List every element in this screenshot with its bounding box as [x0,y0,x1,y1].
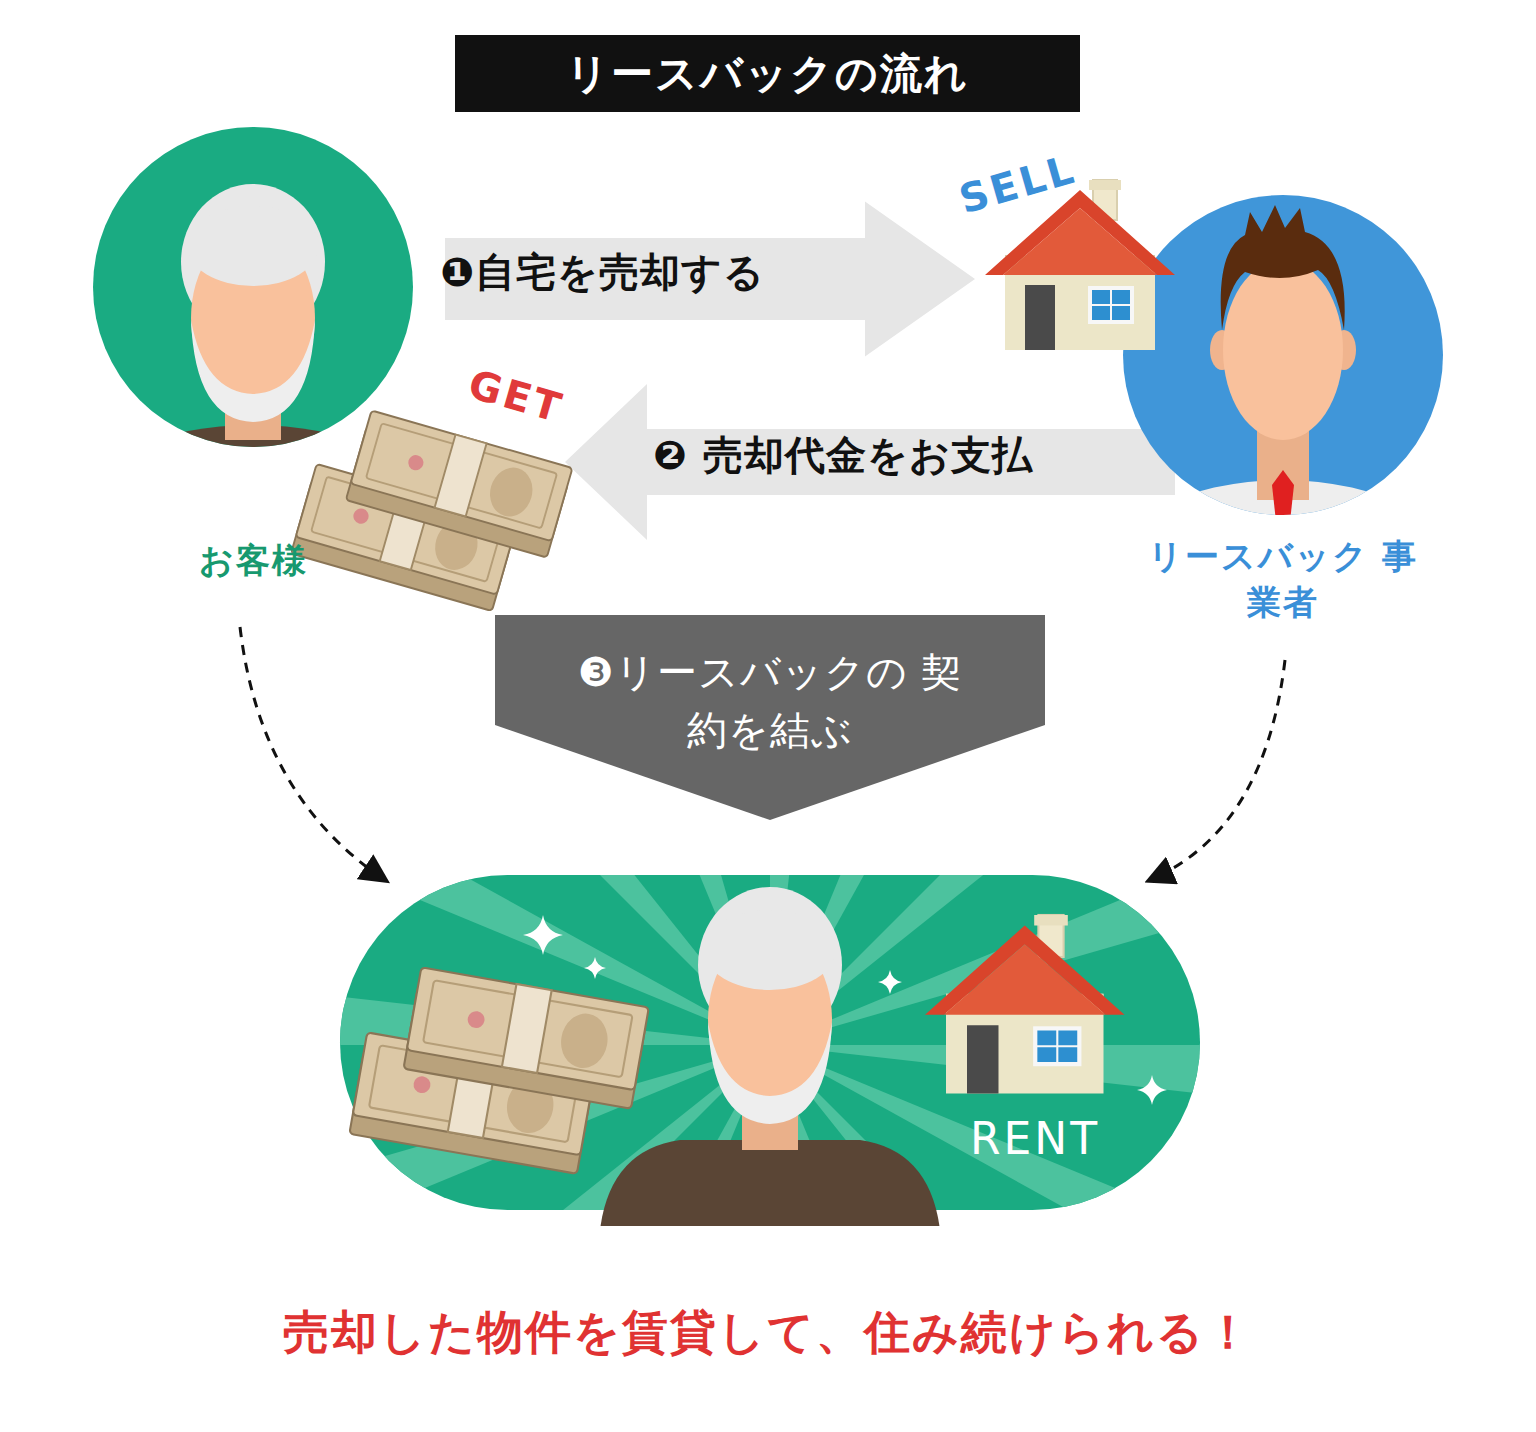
arrow-label: ❶自宅を売却する [440,247,765,297]
rent-text: RENT [940,1113,1130,1165]
title-box: リースバックの流れ [455,35,1080,112]
sparkle [523,915,563,955]
happy-customer-figure [600,887,940,1226]
pentagon-node: ❸リースバックの 契約を結ぶ [495,615,1045,820]
person-label: お客様 [113,537,393,583]
caption-text: 売却した物件を賃貸して、住み続けられる！ [20,1302,1516,1362]
operator-figure [1103,205,1463,680]
arrow-label: ❷ 売却代金をお支払 [653,430,1033,480]
money-icon [291,400,572,621]
dashed-connector [1150,660,1285,880]
title-text: リースバックの流れ [566,46,969,102]
tag-label: GET [463,360,569,433]
agreement-text: ❸リースバックの 契約を結ぶ [565,643,975,759]
sparkle [584,957,606,979]
dashed-connector [240,627,385,880]
sparkle [878,970,902,994]
pentagon-fill [495,615,1045,820]
block-arrow [565,384,1175,540]
money-icon [349,960,648,1181]
house-icon [925,915,1125,1094]
sparkle [1137,1075,1167,1105]
person-label: リースバック 事業者 [1143,533,1423,625]
